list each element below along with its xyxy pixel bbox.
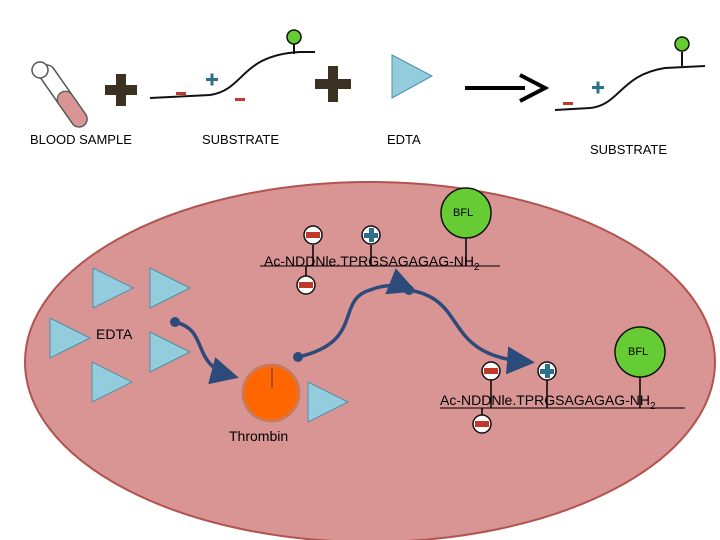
reaction-arrow-icon — [465, 73, 550, 103]
bfl-fluorophore — [440, 187, 492, 239]
thrombin-label: Thrombin — [229, 428, 289, 444]
bfl-label-2: BFL — [628, 346, 649, 358]
bfl-label-1: BFL — [453, 207, 474, 219]
result-substrate-label: SUBSTRATE — [590, 142, 668, 157]
negative-charge-icon — [176, 92, 186, 95]
peptide-1 — [260, 187, 500, 295]
positive-charge-icon — [592, 81, 604, 94]
negative-charge-icon — [235, 98, 245, 101]
plus-icon — [105, 74, 137, 106]
test-tube-icon — [31, 61, 88, 128]
positive-charge-icon — [206, 73, 218, 86]
edta-triangle — [391, 54, 434, 99]
peptide-2 — [440, 326, 685, 434]
peptide-subscript: 2 — [650, 400, 656, 412]
negative-charge-icon — [296, 275, 316, 295]
edta-cell-label: EDTA — [96, 326, 133, 342]
peptide-label-2: Ac-NDDNle.TPRGSAGAGAG-NH2 — [440, 392, 656, 412]
plus-icon — [315, 66, 351, 102]
bfl-fluorophore — [614, 326, 666, 378]
blood-cell — [24, 181, 716, 540]
flow-arrows — [170, 268, 535, 385]
substrate-label: SUBSTRATE — [202, 132, 280, 147]
negative-charge-icon — [303, 225, 323, 245]
thrombin-enzyme — [241, 363, 301, 423]
peptide-subscript: 2 — [474, 261, 480, 273]
peptide-sequence: Ac-NDDNle.TPRGSAGAGAG-NH — [264, 253, 475, 269]
positive-charge-icon — [361, 225, 381, 245]
peptide-label-1: Ac-NDDNle.TPRGSAGAGAG-NH2 — [264, 253, 480, 273]
edta-label: EDTA — [387, 132, 421, 147]
result-substrate — [554, 36, 706, 111]
negative-charge-icon — [481, 361, 501, 381]
edta-triangles — [49, 267, 350, 423]
substrate-strand — [149, 29, 315, 101]
peptide-sequence: Ac-NDDNle.TPRGSAGAGAG-NH — [440, 392, 651, 408]
negative-charge-icon — [472, 414, 492, 434]
positive-charge-icon — [537, 361, 557, 381]
blood-sample-label: BLOOD SAMPLE — [30, 132, 132, 147]
negative-charge-icon — [563, 102, 573, 105]
